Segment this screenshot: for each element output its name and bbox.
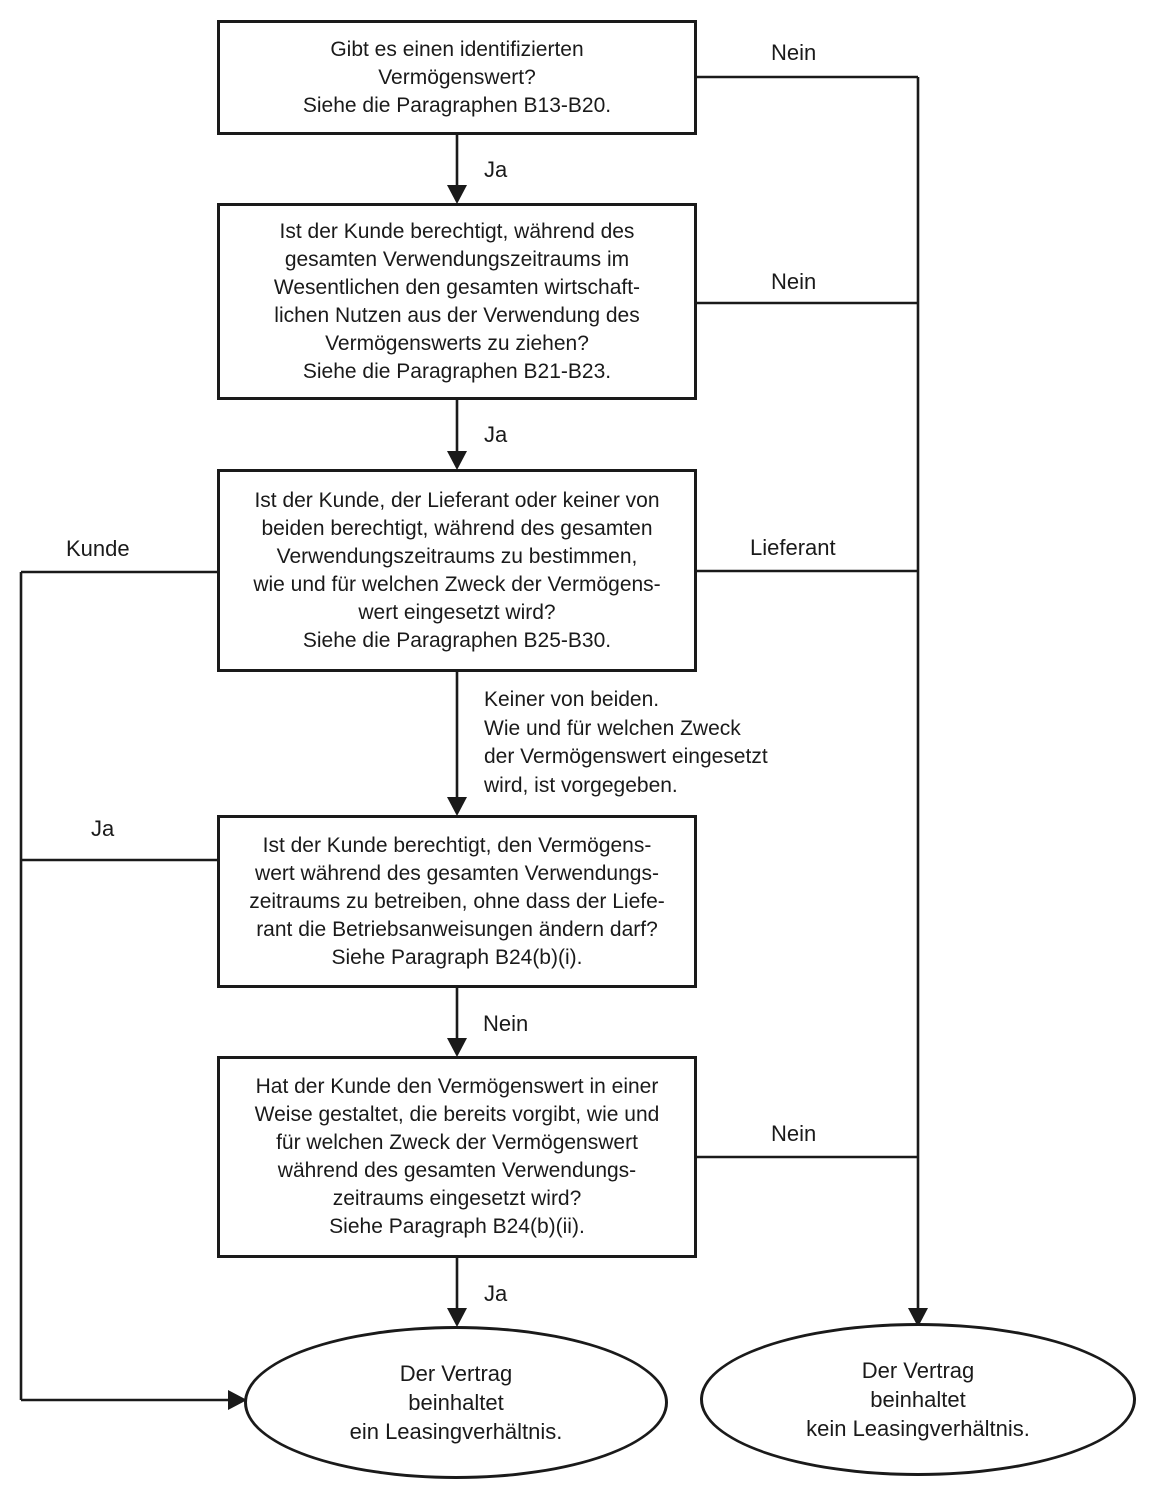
edge-label-q1-ja: Ja — [484, 157, 508, 182]
decision-box-predetermined-design: Hat der Kunde den Vermögenswert in einer… — [217, 1056, 697, 1258]
edge-label-q5-nein: Nein — [771, 1121, 817, 1146]
edge-label-q2-nein: Nein — [771, 269, 817, 294]
edge-label-q4-nein: Nein — [483, 1011, 529, 1036]
decision-text-economic-benefits: Ist der Kunde berechtigt, während des ge… — [273, 219, 641, 383]
edge-label-q4-ja: Ja — [91, 816, 115, 841]
decision-text-predetermined-design: Hat der Kunde den Vermögenswert in einer… — [254, 1075, 660, 1238]
edge-label-q5-ja: Ja — [484, 1281, 508, 1306]
terminal-text-contains-lease: Der Vertrag beinhaltet ein Leasingverhäl… — [349, 1361, 563, 1444]
edge-label-q3-lieferant: Lieferant — [750, 535, 836, 560]
edge-label-q3-kunde: Kunde — [66, 536, 130, 561]
decision-text-operate-asset: Ist der Kunde berechtigt, den Vermögens-… — [249, 833, 665, 969]
edge-label-q2-ja: Ja — [484, 422, 508, 447]
terminal-contract-contains-lease: Der Vertrag beinhaltet ein Leasingverhäl… — [244, 1326, 668, 1479]
decision-text-identified-asset: Gibt es einen identifizierten Vermögensw… — [302, 37, 612, 117]
decision-box-operate-asset: Ist der Kunde berechtigt, den Vermögens-… — [217, 815, 697, 988]
edge-label-q1-nein: Nein — [771, 40, 817, 65]
decision-box-identified-asset: Gibt es einen identifizierten Vermögensw… — [217, 20, 697, 135]
decision-box-right-to-direct-use: Ist der Kunde, der Lieferant oder keiner… — [217, 469, 697, 672]
terminal-contract-no-lease: Der Vertrag beinhaltet kein Leasingverhä… — [700, 1323, 1136, 1476]
decision-text-right-to-direct-use: Ist der Kunde, der Lieferant oder keiner… — [253, 488, 661, 652]
decision-box-economic-benefits: Ist der Kunde berechtigt, während des ge… — [217, 203, 697, 400]
terminal-text-no-lease: Der Vertrag beinhaltet kein Leasingverhä… — [806, 1358, 1030, 1441]
edge-label-q3-keiner-von-beiden: Keiner von beiden. Wie und für welchen Z… — [484, 688, 768, 797]
